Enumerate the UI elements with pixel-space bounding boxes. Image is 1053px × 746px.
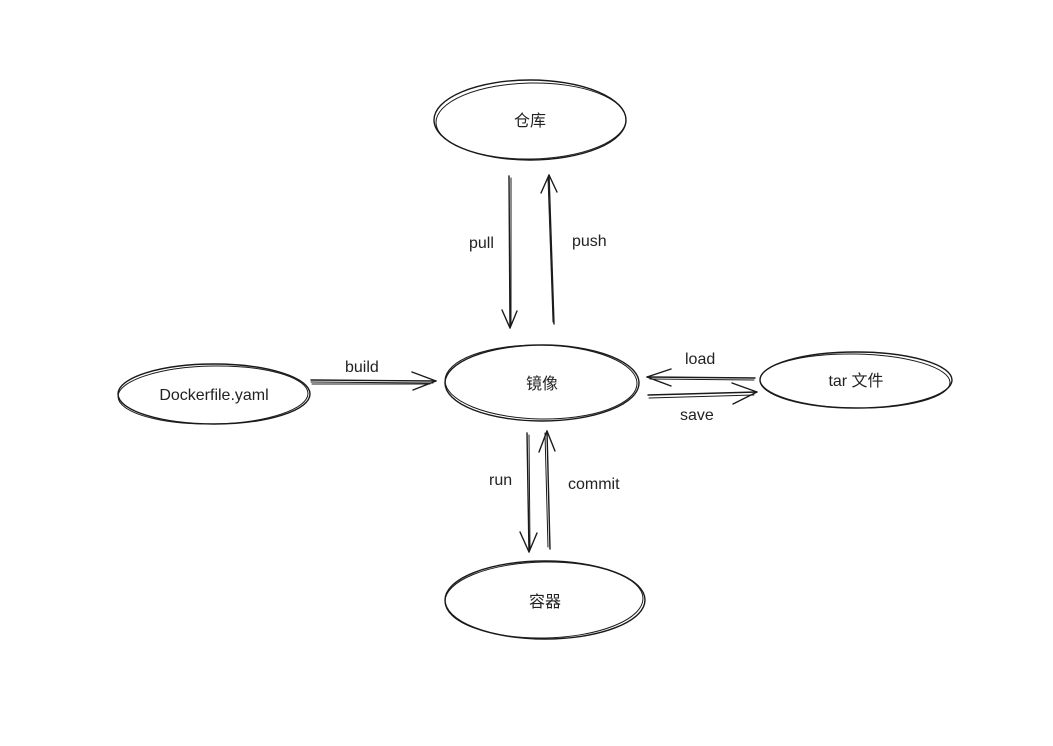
edge-run-label: run [489, 472, 512, 489]
edge-commit-label: commit [568, 476, 620, 493]
node-container-label: 容器 [529, 593, 561, 611]
node-dockerfile: Dockerfile.yaml [117, 363, 311, 425]
edge-push-label: push [572, 233, 607, 250]
edge-commit: commit [538, 430, 620, 550]
edge-pull-label: pull [469, 235, 494, 252]
node-tarfile: tar 文件 [759, 351, 953, 409]
node-image: 镜像 [444, 344, 640, 422]
edge-save-label: save [680, 407, 714, 424]
node-repository-label: 仓库 [514, 112, 546, 130]
edge-build: build [310, 359, 437, 391]
node-tarfile-label: tar 文件 [828, 372, 883, 390]
edge-build-label: build [345, 359, 379, 376]
edge-load: load [646, 351, 756, 387]
edge-save: save [647, 382, 758, 424]
node-repository: 仓库 [433, 79, 627, 161]
node-image-label: 镜像 [526, 374, 558, 393]
edge-push: push [540, 174, 607, 325]
edge-run: run [489, 432, 538, 553]
node-dockerfile-label: Dockerfile.yaml [159, 387, 268, 404]
edge-load-label: load [685, 351, 715, 368]
edge-pull: pull [469, 175, 518, 329]
node-container: 容器 [444, 560, 646, 640]
